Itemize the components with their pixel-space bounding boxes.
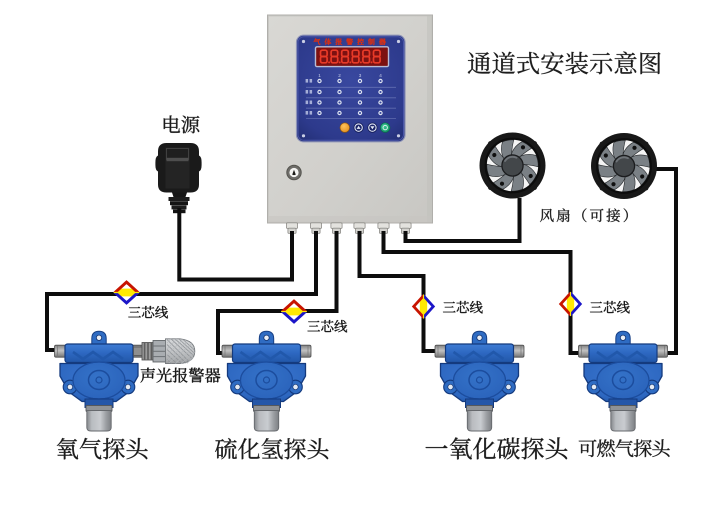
svg-text:4: 4 (379, 73, 382, 78)
svg-text:2: 2 (338, 73, 341, 78)
svg-text:1: 1 (318, 73, 321, 78)
svg-text:3: 3 (359, 73, 362, 78)
